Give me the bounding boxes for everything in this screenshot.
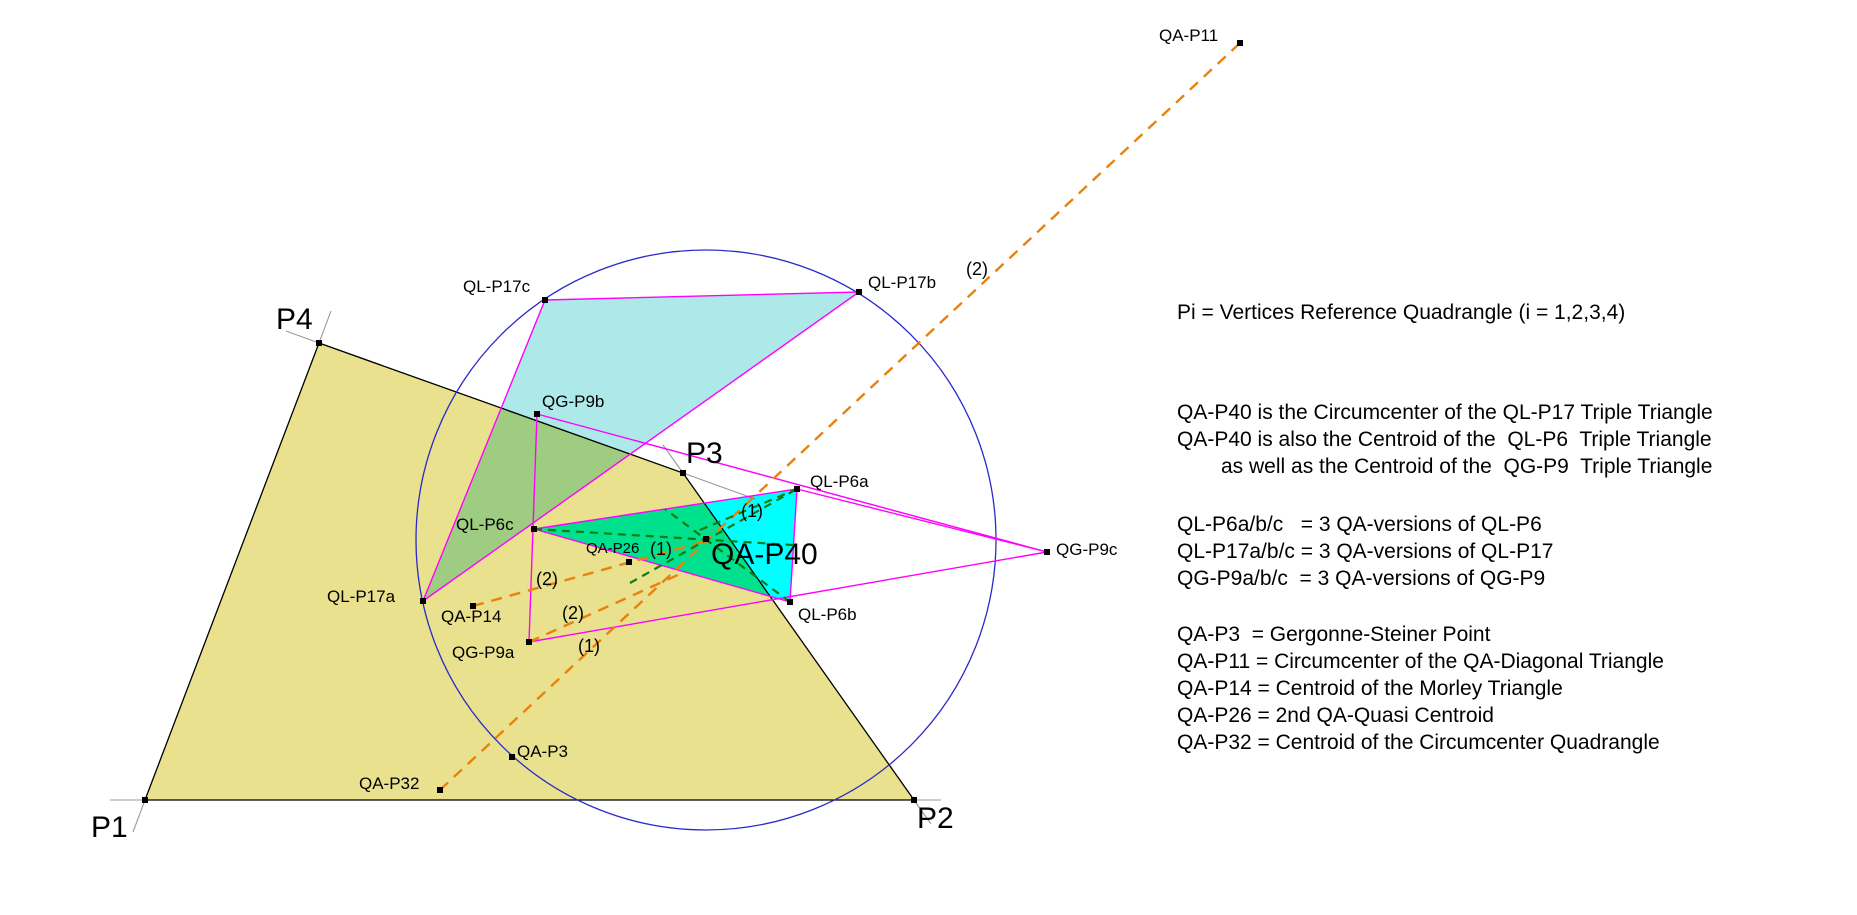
- line-number-tag-3: (2): [562, 603, 584, 623]
- point-dot-QL-P6b: [787, 599, 793, 605]
- point-label-QA-P32: QA-P32: [359, 774, 420, 793]
- point-dot-QA-P3: [509, 754, 515, 760]
- point-label-P3: P3: [686, 437, 723, 470]
- point-dot-QA-P40: [703, 536, 709, 542]
- orange-dashed-line-QA-P14-QA-P26-QA-P40: [472, 539, 707, 608]
- point-dot-P3: [680, 470, 686, 476]
- point-dot-QG-P9c: [1044, 549, 1050, 555]
- point-dot-P2: [911, 797, 917, 803]
- magenta-line-QL-P6a-QG-P9c: [796, 488, 1048, 553]
- line-number-tag-5: (1): [650, 539, 672, 559]
- green-dashed-median-from-QL-P6b: [664, 508, 791, 603]
- point-dot-QG-P9b: [534, 411, 540, 417]
- point-dot-QA-P11: [1237, 40, 1243, 46]
- edge-extension-tick-2: [132, 799, 146, 833]
- point-label-QG-P9c: QG-P9c: [1056, 540, 1118, 559]
- point-dot-QL-P17a: [420, 598, 426, 604]
- point-label-QA-P11: QA-P11: [1159, 26, 1219, 45]
- edge-extension-tick-5: [285, 330, 320, 344]
- point-dot-QL-P6c: [531, 526, 537, 532]
- line-number-tag-2: (2): [536, 569, 558, 589]
- triangle-QL-P17-outline: [421, 291, 862, 603]
- orange-dashed-line-from-QG-P9a: [528, 572, 681, 644]
- point-dot-QA-P14: [470, 603, 476, 609]
- point-label-QL-P17b: QL-P17b: [868, 273, 937, 292]
- point-dot-QL-P17c: [542, 297, 548, 303]
- legend-line-1: Pi = Vertices Reference Quadrangle (i = …: [1177, 301, 1626, 324]
- point-dot-QA-P26: [626, 559, 632, 565]
- point-dot-QL-P6a: [794, 486, 800, 492]
- point-dot-P1: [142, 797, 148, 803]
- legend-line-12: QA-P32 = Centroid of the Circumcenter Qu…: [1177, 731, 1660, 754]
- point-label-QL-P6a: QL-P6a: [810, 472, 869, 491]
- line-number-tag-6: (1): [741, 501, 763, 521]
- point-dot-QA-P32: [437, 787, 443, 793]
- line-number-tag-1: (2): [966, 259, 988, 279]
- legend-line-9: QA-P11 = Circumcenter of the QA-Diagonal…: [1177, 650, 1664, 673]
- point-dot-P4: [316, 340, 322, 346]
- point-label-QA-P40: QA-P40: [711, 538, 818, 571]
- legend-line-11: QA-P26 = 2nd QA-Quasi Centroid: [1177, 704, 1494, 727]
- orange-dashed-line-QA-P32-to-QA-P11: [439, 42, 1241, 791]
- point-label-QL-P17c: QL-P17c: [463, 277, 531, 296]
- point-label-QG-P9b: QG-P9b: [542, 392, 605, 411]
- point-label-QL-P17a: QL-P17a: [327, 587, 396, 606]
- legend-line-10: QA-P14 = Centroid of the Morley Triangle: [1177, 677, 1563, 700]
- edge-extension-tick-4: [318, 310, 332, 344]
- edge-extension-tick-3: [913, 799, 932, 825]
- point-label-QG-P9a: QG-P9a: [452, 643, 515, 662]
- line-number-tag-4: (1): [578, 636, 600, 656]
- point-label-P1: P1: [91, 811, 128, 844]
- point-label-QL-P6b: QL-P6b: [798, 605, 857, 624]
- legend-line-5: QL-P6a/b/c = 3 QA-versions of QL-P6: [1177, 513, 1542, 536]
- point-dot-QL-P17b: [856, 289, 862, 295]
- point-label-P2: P2: [917, 802, 954, 835]
- legend-line-8: QA-P3 = Gergonne-Steiner Point: [1177, 623, 1491, 646]
- green-dashed-median-to-QL-P6a-1: [629, 488, 798, 584]
- point-label-P4: P4: [276, 303, 313, 336]
- green-dashed-median-to-QL-P6a-2: [699, 487, 798, 532]
- point-label-QA-P26: QA-P26: [586, 540, 640, 557]
- legend-line-2: QA-P40 is the Circumcenter of the QL-P17…: [1177, 401, 1713, 424]
- legend-line-6: QL-P17a/b/c = 3 QA-versions of QL-P17: [1177, 540, 1554, 563]
- edge-extension-tick-6: [682, 472, 756, 500]
- legend-line-7: QG-P9a/b/c = 3 QA-versions of QG-P9: [1177, 567, 1546, 590]
- legend-line-4: as well as the Centroid of the QG-P9 Tri…: [1221, 455, 1713, 478]
- point-label-QL-P6c: QL-P6c: [456, 515, 514, 534]
- point-dot-QG-P9a: [526, 639, 532, 645]
- circumcircle-of-QL-P17-triple-triangle: [415, 249, 997, 831]
- point-label-QA-P14: QA-P14: [441, 607, 502, 626]
- green-dashed-median-from-QL-P6c: [533, 527, 794, 547]
- point-label-QA-P3: QA-P3: [517, 742, 569, 761]
- legend-line-3: QA-P40 is also the Centroid of the QL-P6…: [1177, 428, 1712, 451]
